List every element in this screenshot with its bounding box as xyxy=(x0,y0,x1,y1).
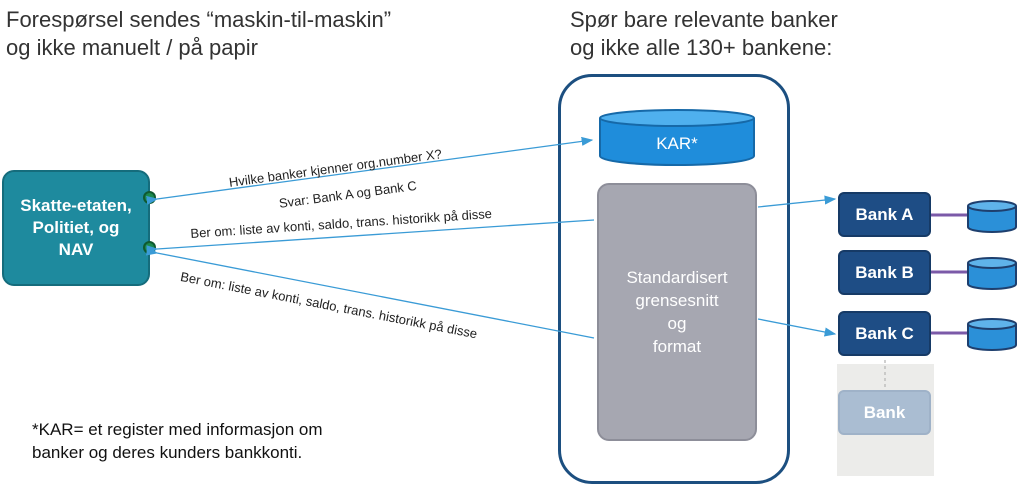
bank-a-database-icon xyxy=(967,200,1017,233)
bank-b: Bank B xyxy=(838,250,931,295)
bank-a-label: Bank A xyxy=(855,204,914,224)
query-arrow xyxy=(146,136,594,205)
bank-c: Bank C xyxy=(838,311,931,356)
interface-line-1: Standardisert xyxy=(626,268,728,287)
kar-label: KAR* xyxy=(656,134,698,153)
footnote: *KAR= et register med informasjon om ban… xyxy=(32,418,323,464)
bank-b-label: Bank B xyxy=(855,262,914,282)
bank-a: Bank A xyxy=(838,192,931,237)
agency-label: Skatte-etaten, Politiet, og NAV xyxy=(20,196,132,259)
interface-line-4: format xyxy=(652,337,702,356)
bank-c-database-icon xyxy=(967,318,1017,351)
footnote-line-1: *KAR= et register med informasjon om xyxy=(32,420,323,439)
bank-c-label: Bank C xyxy=(855,323,914,343)
bank-a-arrow xyxy=(757,195,837,208)
agency-box: Skatte-etaten, Politiet, og NAV xyxy=(2,170,150,286)
right-heading-line-1: Spør bare relevante banker xyxy=(570,7,838,32)
left-heading: Forespørsel sendes “maskin-til-maskin” o… xyxy=(6,6,391,62)
footnote-line-2: banker og deres kunders bankkonti. xyxy=(32,443,303,462)
kar-cylinder-top xyxy=(599,109,755,127)
interface-line-2: grensesnitt xyxy=(635,291,719,310)
bank-b-database-icon xyxy=(967,257,1017,290)
interface-line-3: og xyxy=(667,314,687,333)
left-heading-line-2: og ikke manuelt / på papir xyxy=(6,35,258,60)
right-heading: Spør bare relevante banker og ikke alle … xyxy=(570,6,838,62)
kar-database: KAR* xyxy=(599,109,755,166)
standard-interface-box: Standardisert grensesnitt og format xyxy=(597,183,757,441)
bank-more: Bank xyxy=(838,390,931,435)
request-arrow-top xyxy=(146,219,595,255)
kar-cylinder-body xyxy=(599,118,755,166)
request-arrow-bottom xyxy=(145,246,595,339)
bank-more-label: Bank xyxy=(863,402,906,422)
bank-c-arrow xyxy=(757,318,837,337)
right-heading-line-2: og ikke alle 130+ bankene: xyxy=(570,35,833,60)
left-heading-line-1: Forespørsel sendes “maskin-til-maskin” xyxy=(6,7,392,32)
